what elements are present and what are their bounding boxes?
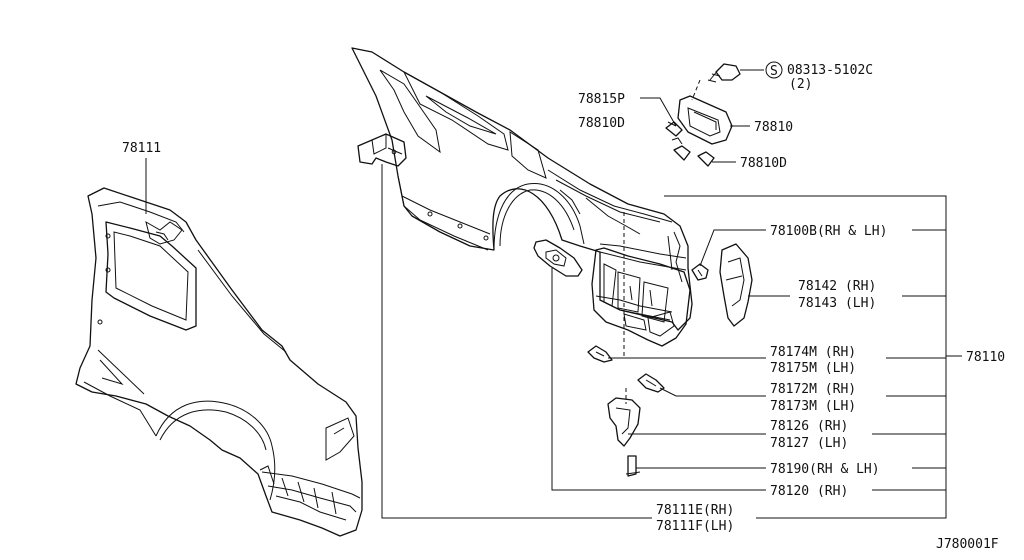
label-78127: 78127 (LH)	[770, 436, 848, 451]
label-78100B: 78100B(RH & LH)	[770, 224, 887, 239]
label-bolt-symbol: S	[770, 64, 778, 79]
label-78111: 78111	[122, 141, 161, 156]
label-78173M: 78173M (LH)	[770, 399, 856, 414]
diagram-code: J780001F	[936, 537, 999, 552]
fasteners-78810D	[665, 121, 715, 167]
label-78810D-left: 78810D	[578, 116, 625, 131]
label-bolt-qty: (2)	[789, 77, 812, 92]
leader-lines	[145, 69, 962, 519]
label-78120: 78120 (RH)	[770, 484, 848, 499]
label-78810: 78810	[754, 120, 793, 135]
label-78126: 78126 (RH)	[770, 419, 848, 434]
clip-78100B	[691, 263, 709, 281]
bolt-symbol-circle	[765, 61, 783, 79]
bracket-78174M	[587, 345, 613, 363]
label-78810D-right: 78810D	[740, 156, 787, 171]
bracket-78111E	[357, 133, 407, 167]
label-78110: 78110	[966, 350, 1005, 365]
label-78111E: 78111E(RH)	[656, 503, 734, 518]
label-78111F: 78111F(LH)	[656, 519, 734, 534]
label-78815P: 78815P	[578, 92, 625, 107]
label-78174M: 78174M (RH)	[770, 345, 856, 360]
label-78172M: 78172M (RH)	[770, 382, 856, 397]
fuel-lid-housing-78810	[677, 95, 733, 145]
outer-quarter-panel-78111	[75, 187, 363, 537]
label-78175M: 78175M (LH)	[770, 361, 856, 376]
label-78143: 78143 (LH)	[798, 296, 876, 311]
bracket-78126	[607, 397, 641, 447]
clip-78190	[625, 455, 641, 477]
inner-panel-78110	[351, 47, 693, 331]
inner-wheelhouse-assembly	[591, 247, 691, 347]
label-78190: 78190(RH & LH)	[770, 462, 880, 477]
label-78142: 78142 (RH)	[798, 279, 876, 294]
plate-78120	[533, 239, 583, 277]
bolt-08313-5102C	[707, 63, 741, 83]
label-08313-5102C: 08313-5102C	[787, 63, 873, 78]
bracket-78172M	[637, 373, 665, 393]
extension-78142	[719, 243, 753, 327]
